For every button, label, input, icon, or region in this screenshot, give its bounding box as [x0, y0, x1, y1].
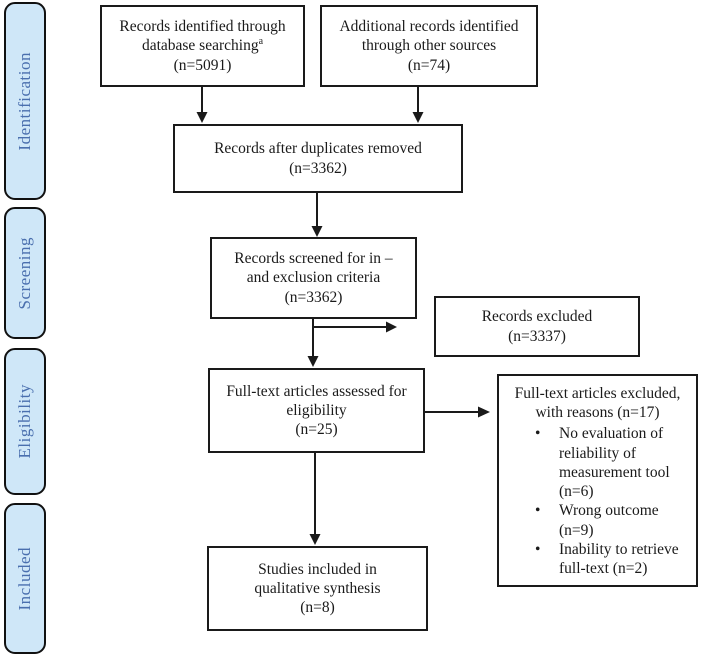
box-fulltext-excluded: Full-text articles excluded, with reason… — [497, 374, 698, 587]
box-text-line: Records screened for in – — [234, 250, 393, 268]
box-count: (n=8) — [300, 599, 335, 617]
footnote-marker: a — [258, 36, 264, 48]
arrowhead-fulltext-to-fulltext-excluded — [478, 406, 490, 418]
box-text-line: with reasons (n=17) — [535, 404, 660, 422]
box-text-line: eligibility — [286, 401, 347, 419]
box-text-line: Records after duplicates removed — [214, 140, 422, 158]
box-text-line: Full-text articles assessed for — [226, 382, 407, 400]
stage-included-label: Included — [15, 546, 34, 611]
box-text-line: Records excluded — [481, 308, 593, 326]
box-count: (n=5091) — [173, 56, 232, 74]
exclusion-reasons-list: No evaluation of reliability of measurem… — [499, 424, 696, 578]
arrowhead-identified-to-duplicates — [196, 112, 208, 123]
box-text-line: Full-text articles excluded, — [514, 385, 681, 402]
box-records-screened: Records screened for in – and exclusion … — [210, 237, 417, 319]
arrowhead-additional-to-duplicates — [412, 112, 424, 123]
box-text-line: Studies included in — [258, 560, 377, 578]
exclusion-reason-item: Wrong outcome (n=9) — [535, 501, 692, 539]
stage-eligibility: Eligibility — [4, 348, 46, 495]
box-text-line: qualitative synthesis — [254, 579, 381, 597]
box-text-line: Additional records identified — [339, 18, 519, 36]
arrowhead-screened-to-fulltext — [307, 356, 319, 367]
box-count: (n=3362) — [289, 159, 347, 177]
box-text-line: database searchinga — [142, 36, 263, 55]
box-text-line: through other sources — [361, 37, 497, 55]
stage-identification-label: Identification — [15, 51, 34, 151]
box-fulltext-assessed: Full-text articles assessed for eligibil… — [208, 368, 425, 453]
stage-screening-label: Screening — [15, 236, 34, 310]
stage-identification: Identification — [4, 2, 46, 200]
stage-screening: Screening — [4, 207, 46, 339]
box-count: (n=25) — [295, 421, 338, 439]
box-count: (n=74) — [407, 56, 451, 74]
arrowhead-fulltext-to-included — [309, 534, 321, 545]
box-count: (n=3362) — [284, 288, 343, 306]
stage-included: Included — [4, 503, 46, 654]
box-text-fragment: database searching — [141, 37, 259, 55]
box-count: (n=3337) — [508, 327, 566, 345]
box-duplicates-removed: Records after duplicates removed (n=3362… — [173, 124, 463, 193]
box-records-excluded: Records excluded (n=3337) — [434, 296, 640, 357]
stage-eligibility-label: Eligibility — [15, 384, 34, 459]
box-text-line: and exclusion criteria — [246, 269, 381, 287]
box-records-identified: Records identified through database sear… — [100, 5, 305, 87]
box-additional-records: Additional records identified through ot… — [320, 5, 538, 87]
box-studies-included: Studies included in qualitative synthesi… — [207, 546, 428, 631]
box-text-line: Records identified through — [119, 18, 286, 36]
arrowhead-duplicates-to-screened — [311, 226, 323, 237]
exclusion-reason-item: No evaluation of reliability of measurem… — [535, 424, 692, 501]
exclusion-reason-item: Inability to retrieve full-text (n=2) — [535, 540, 692, 578]
arrowhead-screened-to-excluded — [386, 321, 397, 333]
